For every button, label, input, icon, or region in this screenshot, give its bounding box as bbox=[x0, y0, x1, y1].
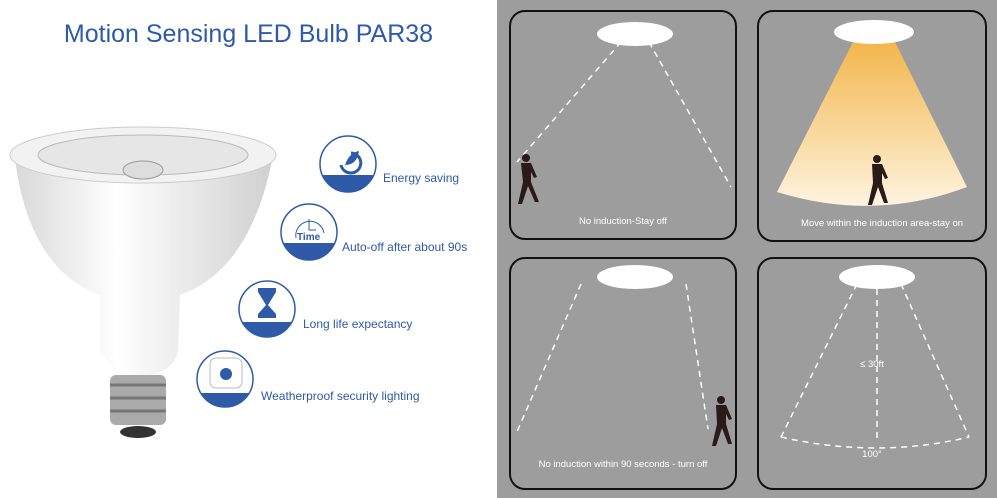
feature-label: Auto-off after about 90s bbox=[342, 240, 468, 254]
panel-caption: Move within the induction area-stay on bbox=[800, 218, 964, 229]
panel-caption: No induction within 90 seconds - turn of… bbox=[538, 459, 708, 470]
bulb-image bbox=[9, 126, 277, 438]
sensor-icon bbox=[196, 350, 254, 408]
feature-label: Weatherproof security lighting bbox=[261, 389, 420, 403]
panel-stay-off: No induction-Stay off bbox=[509, 10, 737, 240]
feature-label: Long life expectancy bbox=[303, 317, 413, 331]
demo-side: No induction-Stay off Move within the in… bbox=[497, 0, 997, 498]
hourglass-icon bbox=[238, 280, 296, 338]
panel-turn-off: No induction within 90 seconds - turn of… bbox=[509, 257, 737, 490]
feature-label: Energy saving bbox=[383, 171, 460, 185]
timer-icon: Time bbox=[280, 203, 338, 261]
panel-stay-on: Move within the induction area-stay on bbox=[757, 10, 987, 242]
range-distance: ≤ 30ft bbox=[860, 359, 884, 370]
panel-range: ≤ 30ft 100° bbox=[757, 257, 987, 490]
timer-icon-text: Time bbox=[297, 232, 321, 243]
person-icon bbox=[518, 154, 539, 204]
page-title: Motion Sensing LED Bulb PAR38 bbox=[63, 20, 434, 48]
range-angle: 100° bbox=[862, 449, 882, 460]
panel-caption: No induction-Stay off bbox=[578, 216, 667, 227]
product-side: Motion Sensing LED Bulb PAR38 Energy sav… bbox=[0, 0, 497, 498]
leaf-icon bbox=[319, 135, 377, 193]
